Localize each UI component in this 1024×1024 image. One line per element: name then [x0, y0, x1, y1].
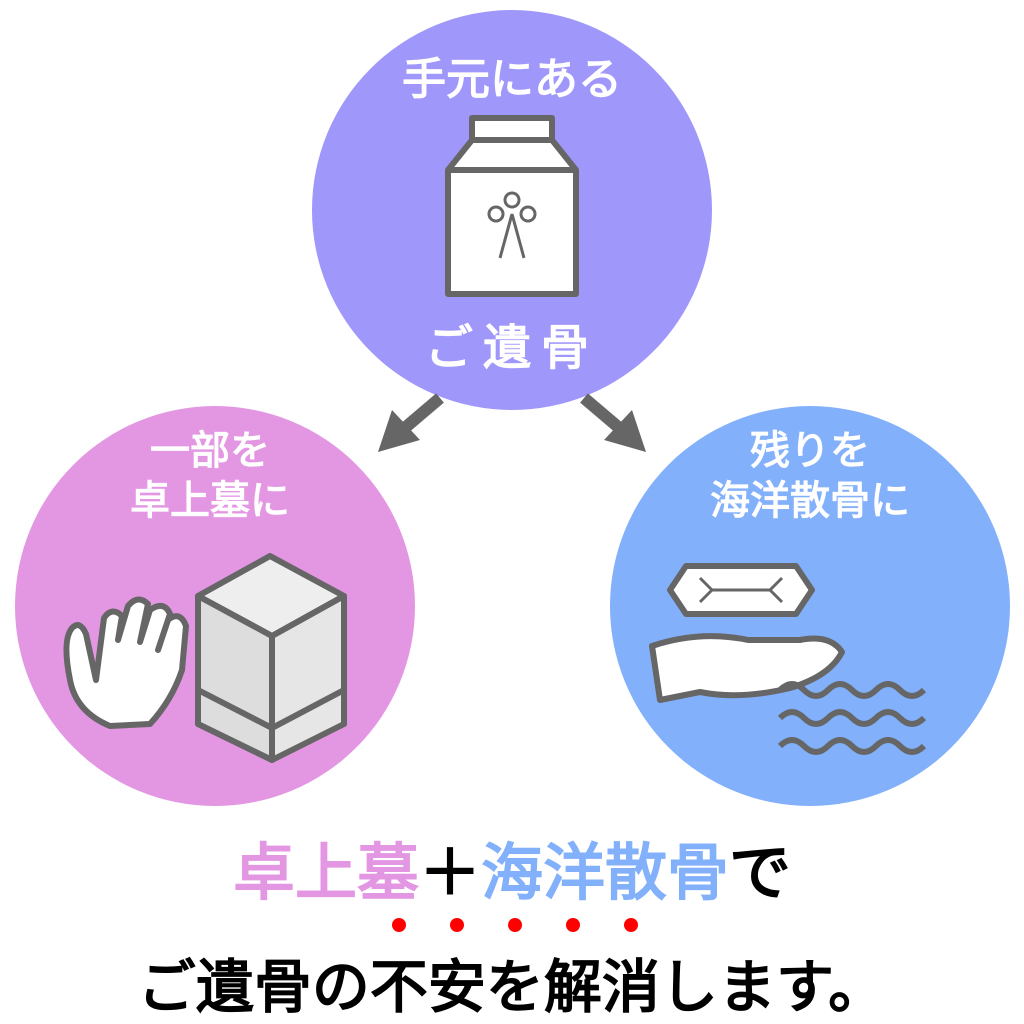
message-pre: ご遺骨の	[137, 953, 370, 1021]
urn-box-icon	[445, 115, 579, 297]
sea-scattering-icon	[649, 563, 927, 755]
emphasized-char: を	[486, 918, 544, 1024]
top-circle-title: 手元にある	[402, 54, 622, 105]
emphasized-char: 消	[602, 918, 660, 1024]
emphasized-char: 安	[428, 918, 486, 1024]
praying-hand-icon	[63, 596, 189, 729]
left-circle-line1: 一部を	[150, 428, 270, 474]
headline: 卓上墓＋海洋散骨で	[0, 822, 1024, 912]
headline-plus: ＋	[418, 836, 481, 909]
emphasized-char: 不	[370, 918, 428, 1024]
message-post: します。	[659, 953, 887, 1021]
emphasized-char: 解	[544, 918, 602, 1024]
right-circle-line2: 海洋散骨に	[710, 478, 910, 524]
headline-sea-scattering: 海洋散骨	[481, 836, 730, 909]
left-circle-line2: 卓上墓に	[130, 478, 290, 524]
headline-de: で	[729, 836, 792, 909]
headline-tabletop-grave: 卓上墓	[232, 836, 419, 909]
right-circle	[610, 406, 1010, 806]
arrow-right-icon	[580, 393, 646, 452]
arrow-left-icon	[378, 393, 444, 452]
right-circle-text: 残りを 海洋散骨に	[660, 426, 960, 526]
tabletop-grave-icon	[195, 553, 347, 763]
message: ご遺骨の不安を解消します。	[0, 918, 1024, 1024]
left-circle-text: 一部を 卓上墓に	[60, 426, 360, 526]
top-circle-label: ご遺骨	[424, 320, 599, 376]
right-circle-line1: 残りを	[750, 428, 870, 474]
